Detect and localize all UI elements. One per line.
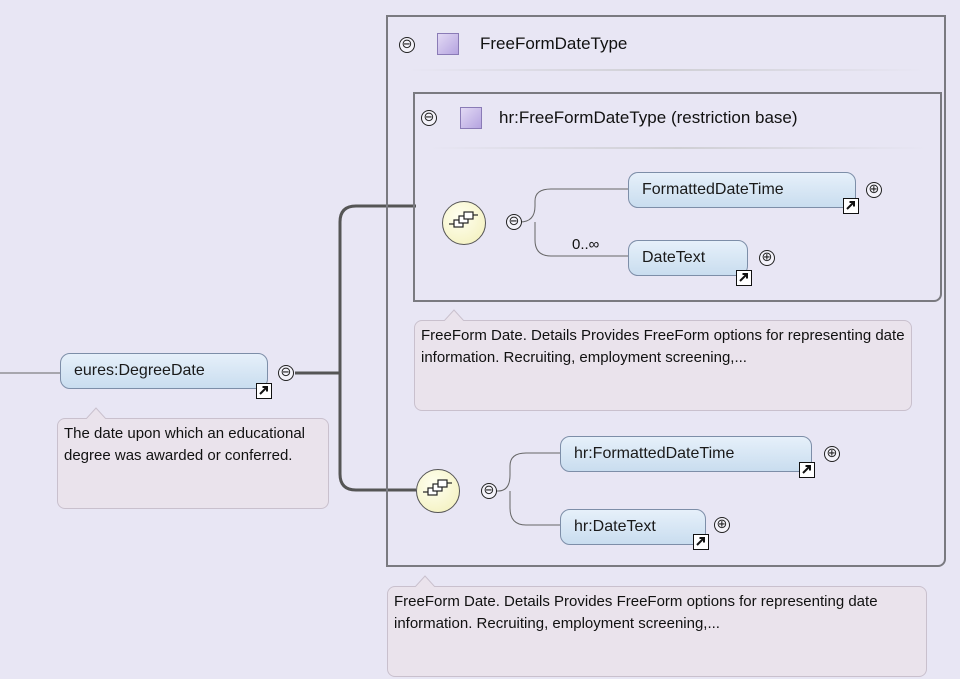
outer-type-box	[386, 15, 946, 567]
hr-formatted-date-time-element[interactable]: hr:FormattedDateTime	[560, 436, 812, 472]
element-label: DateText	[642, 249, 706, 266]
root-collapse-icon[interactable]: ⊖	[278, 365, 294, 381]
expand-icon[interactable]: ⊕	[759, 250, 775, 266]
doc-pointer	[444, 309, 464, 321]
inner-type-box	[413, 92, 942, 302]
inner-type-collapse-icon[interactable]: ⊖	[421, 110, 437, 126]
inner-type-doc-annotation: FreeForm Date. Details Provides FreeForm…	[414, 320, 912, 411]
reference-arrow-icon	[256, 383, 272, 399]
root-element-label: eures:DegreeDate	[74, 362, 205, 379]
element-label: hr:FormattedDateTime	[574, 445, 735, 462]
hr-date-text-element[interactable]: hr:DateText	[560, 509, 706, 545]
occurrence-label: 0..∞	[572, 236, 600, 253]
root-doc-text: The date upon which an educational degre…	[64, 425, 306, 464]
reference-arrow-icon	[843, 198, 859, 214]
inner-sequence-compositor-icon[interactable]	[442, 201, 486, 245]
outer-sequence-compositor-icon[interactable]	[416, 469, 460, 513]
outer-type-divider	[406, 69, 926, 71]
outer-type-doc-annotation: FreeForm Date. Details Provides FreeForm…	[387, 586, 927, 677]
outer-sequence-collapse-icon[interactable]: ⊖	[481, 483, 497, 499]
doc-pointer	[415, 575, 435, 587]
inner-sequence-collapse-icon[interactable]: ⊖	[506, 214, 522, 230]
complex-type-icon	[460, 107, 482, 129]
doc-pointer	[86, 407, 106, 419]
expand-icon[interactable]: ⊕	[824, 446, 840, 462]
formatted-date-time-element[interactable]: FormattedDateTime	[628, 172, 856, 208]
root-element-node[interactable]: eures:DegreeDate	[60, 353, 268, 389]
inner-type-doc-text: FreeForm Date. Details Provides FreeForm…	[421, 327, 905, 366]
element-label: FormattedDateTime	[642, 181, 784, 198]
inner-type-title: hr:FreeFormDateType (restriction base)	[499, 108, 798, 127]
expand-icon[interactable]: ⊕	[714, 517, 730, 533]
root-doc-annotation: The date upon which an educational degre…	[57, 418, 329, 509]
outer-type-title: FreeFormDateType	[480, 34, 628, 53]
complex-type-icon	[437, 33, 459, 55]
outer-type-doc-text: FreeForm Date. Details Provides FreeForm…	[394, 593, 878, 632]
date-text-element[interactable]: DateText	[628, 240, 748, 276]
element-label: hr:DateText	[574, 518, 656, 535]
inner-type-divider	[428, 147, 928, 149]
outer-type-collapse-icon[interactable]: ⊖	[399, 37, 415, 53]
reference-arrow-icon	[799, 462, 815, 478]
reference-arrow-icon	[736, 270, 752, 286]
expand-icon[interactable]: ⊕	[866, 182, 882, 198]
reference-arrow-icon	[693, 534, 709, 550]
